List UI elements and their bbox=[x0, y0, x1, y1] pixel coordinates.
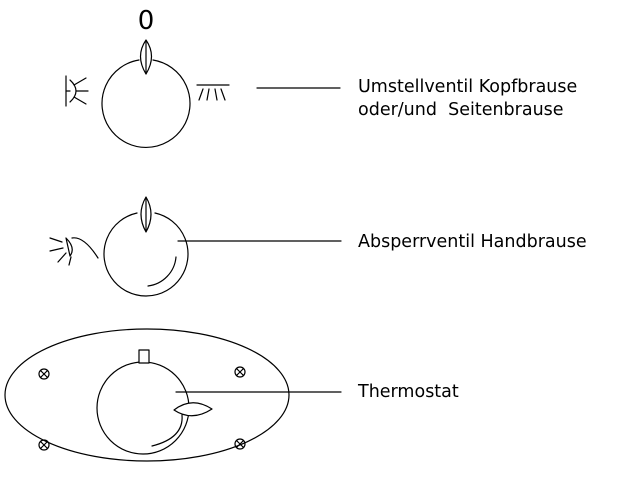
head-shower-icon bbox=[65, 75, 89, 107]
diverter-label-line2: oder/und Seitenbrause bbox=[358, 100, 564, 120]
screw-cross-icon bbox=[38, 368, 50, 380]
diverter-knob bbox=[101, 59, 191, 149]
screw-cross-icon bbox=[38, 439, 50, 451]
shutoff-valve bbox=[49, 196, 342, 297]
diverter-position-mark: 0 bbox=[138, 6, 155, 36]
screw-cross-icon bbox=[234, 438, 246, 450]
escutcheon-plate bbox=[4, 328, 290, 462]
thermostat-label: Thermostat bbox=[358, 382, 459, 402]
hand-shower-icon bbox=[49, 237, 99, 266]
diverter-valve: 0 bbox=[65, 6, 341, 149]
thermostat-assembly bbox=[4, 328, 342, 462]
screw-cross-icon bbox=[234, 366, 246, 378]
shutoff-label: Absperrventil Handbrause bbox=[358, 232, 587, 252]
side-shower-icon bbox=[196, 84, 230, 101]
thermostat-top-tab bbox=[138, 349, 150, 364]
diverter-label-line1: Umstellventil Kopfbrause bbox=[358, 77, 578, 97]
thermostat-lever bbox=[173, 402, 213, 417]
shutoff-knob bbox=[103, 212, 189, 297]
thermostat-knob bbox=[96, 361, 190, 455]
